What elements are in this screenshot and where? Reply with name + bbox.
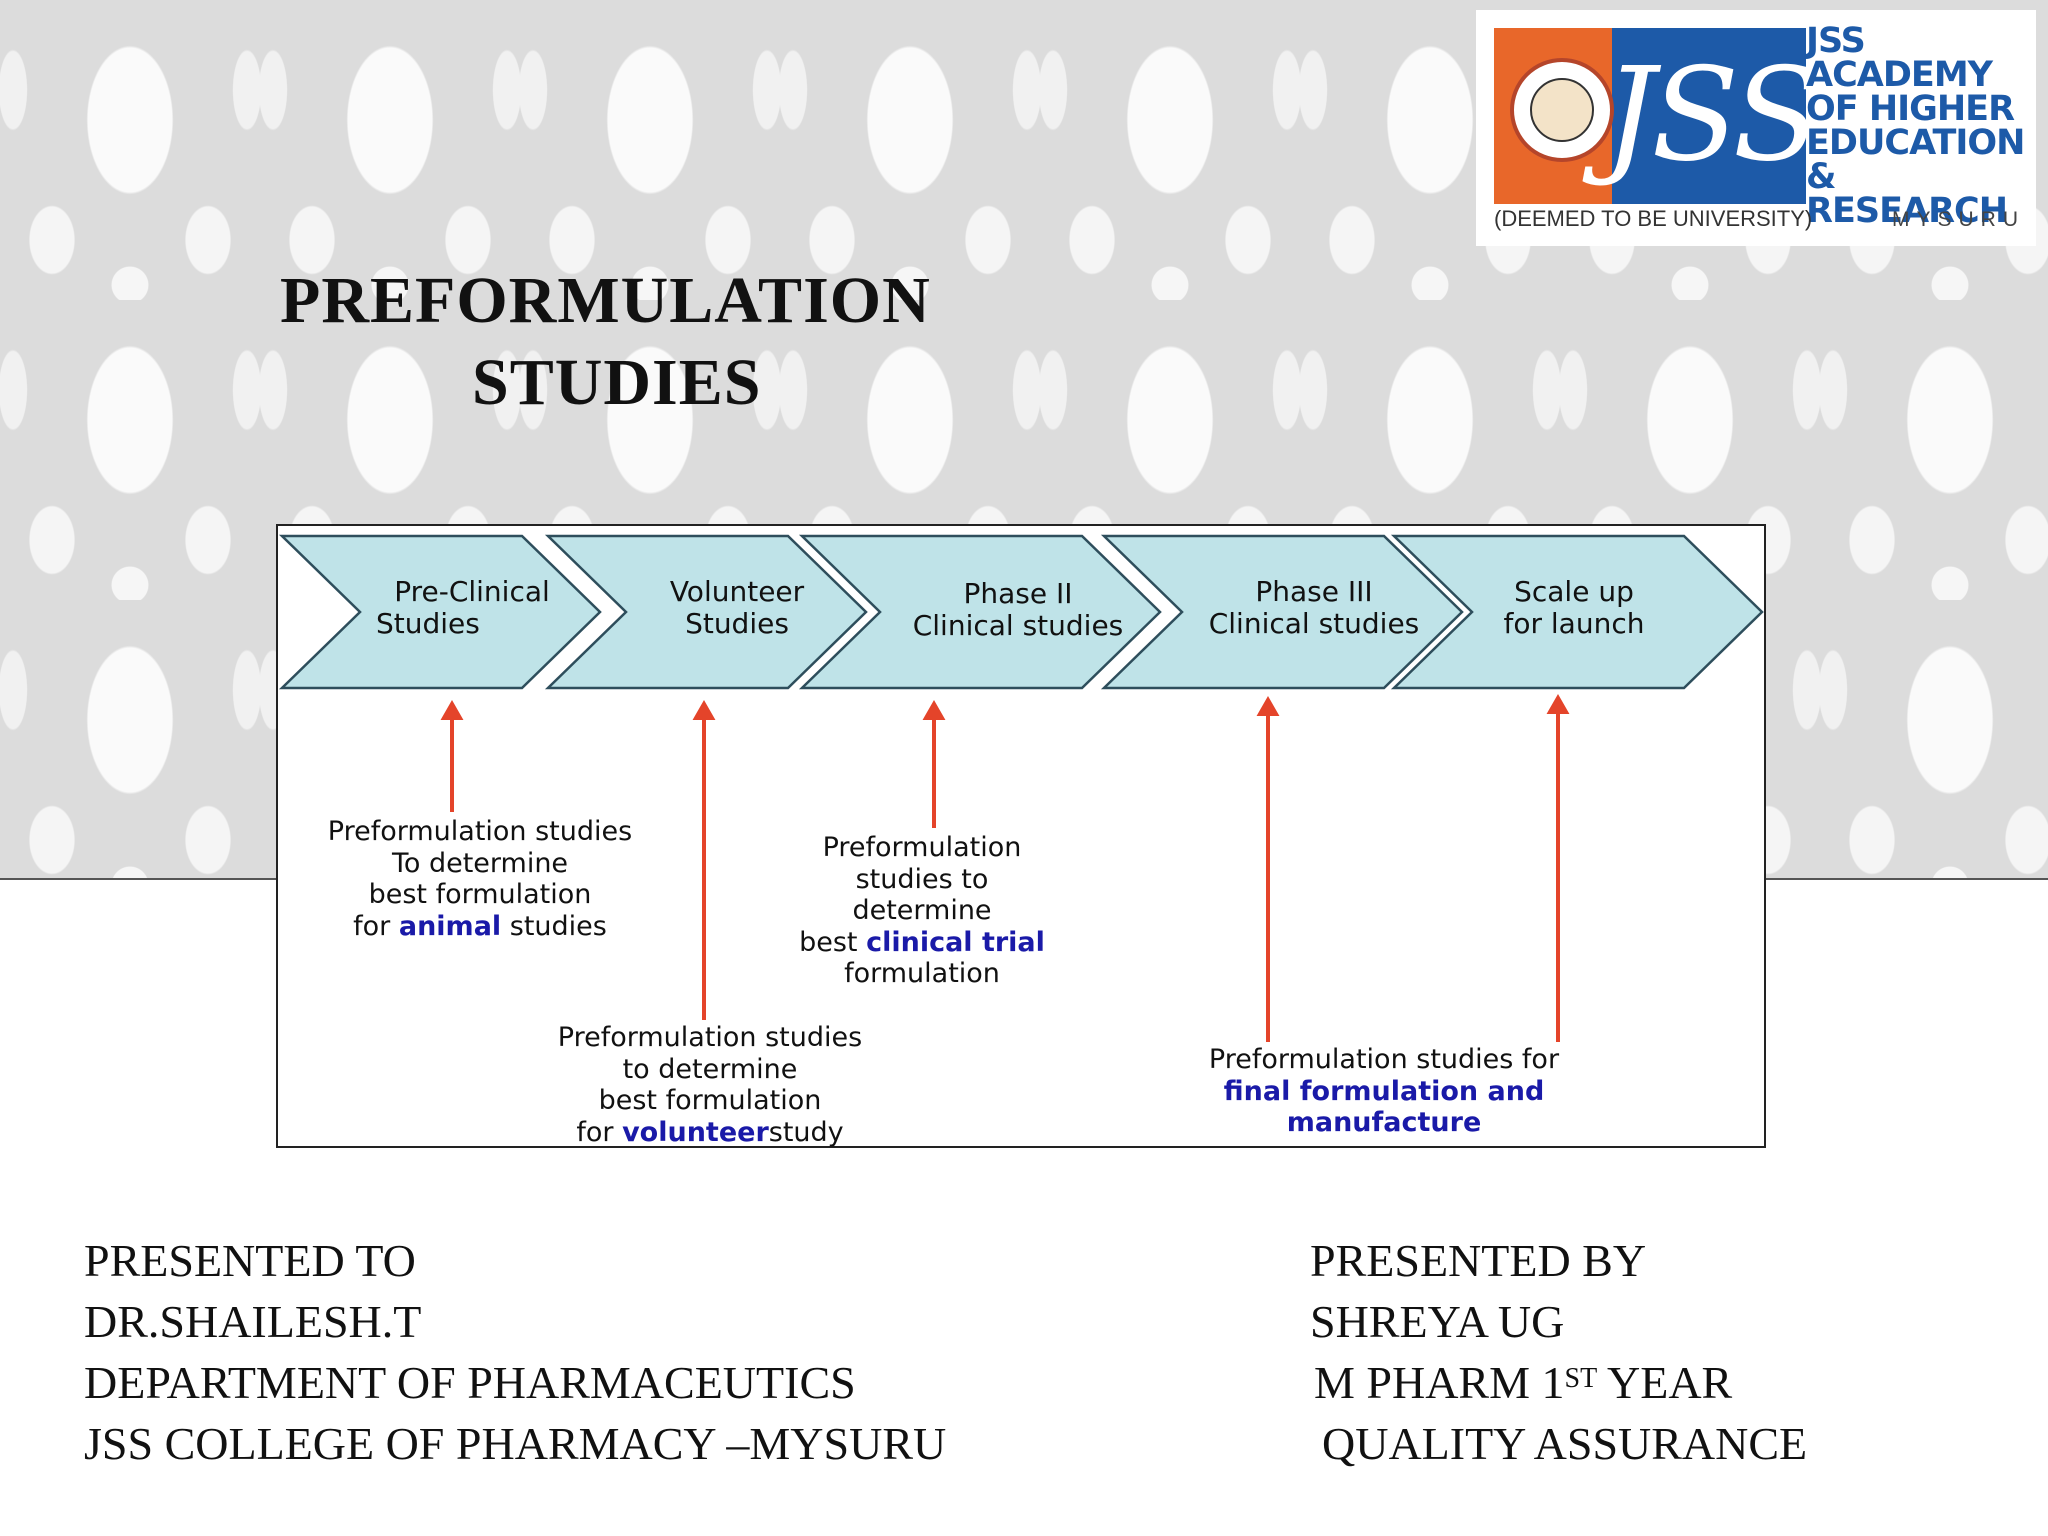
note-line: To determine <box>391 847 569 879</box>
note-line: for volunteerstudy <box>500 1117 920 1149</box>
presented-by-name: SHREYA UG <box>1310 1296 1565 1347</box>
pointer-arrowhead <box>1256 695 1280 716</box>
slide-title-line1: PREFORMULATION <box>280 264 931 337</box>
presented-by-branch: QUALITY ASSURANCE <box>1322 1418 1808 1469</box>
note-text: for <box>576 1116 623 1148</box>
logo-city-text: MYSURU <box>1892 208 2026 231</box>
logo-deemed-text: (DEEMED TO BE UNIVERSITY) <box>1494 206 1813 231</box>
note-highlight: volunteer <box>622 1116 769 1148</box>
note-line: Preformulation studies <box>327 816 633 847</box>
stage-label-phase2: Phase II Clinical studies <box>878 578 1158 642</box>
note-final: Preformulation studies for final formula… <box>1164 1044 1604 1139</box>
pointer-arrowhead <box>1546 693 1570 714</box>
stage-chevron <box>1100 534 1464 690</box>
presented-by-label: PRESENTED BY <box>1310 1235 1647 1286</box>
note-line: determine <box>852 895 992 926</box>
year-text: M PHARM 1 <box>1314 1357 1565 1408</box>
logo-name-line: OF HIGHER <box>1806 89 2015 129</box>
presented-to-college: JSS COLLEGE OF PHARMACY –MYSURU <box>84 1418 947 1469</box>
stage-chevron <box>798 534 1162 690</box>
stage-label-line: Volunteer <box>669 575 805 608</box>
university-logo: JSS JSS ACADEMY OF HIGHER EDUCATION & RE… <box>1476 10 2036 246</box>
note-text: study <box>768 1116 844 1148</box>
stage-label-line: Scale up <box>1514 575 1634 608</box>
stage-label-volunteer: Volunteer Studies <box>632 576 842 640</box>
stage-chevron <box>278 534 602 690</box>
note-volunteer: Preformulation studies to determine best… <box>500 1022 920 1148</box>
note-line: to determine <box>622 1053 798 1085</box>
presented-by-block: PRESENTED BY SHREYA UG M PHARM 1ST YEAR … <box>1310 1230 1807 1474</box>
stage-label-phase3: Phase III Clinical studies <box>1184 576 1444 640</box>
year-text: YEAR <box>1597 1357 1733 1408</box>
slide-title-line2: STUDIES <box>472 346 762 419</box>
seal-icon <box>1510 58 1614 162</box>
presented-by-year: M PHARM 1ST YEAR <box>1310 1352 1807 1413</box>
note-clinical: Preformulation studies to determine best… <box>752 832 1092 990</box>
stage-label-line: Clinical studies <box>1208 607 1420 640</box>
stage-label-line: Phase III <box>1255 575 1373 608</box>
presented-to-block: PRESENTED TO DR.SHAILESH.T DEPARTMENT OF… <box>84 1230 946 1474</box>
presented-to-name: DR.SHAILESH.T <box>84 1296 422 1347</box>
note-line: Preformulation studies for <box>1208 1044 1560 1075</box>
presented-to-label: PRESENTED TO <box>84 1235 416 1286</box>
note-text: studies <box>501 910 607 942</box>
note-highlight: manufacture <box>1286 1107 1482 1138</box>
logo-name-line: EDUCATION <box>1806 123 2025 163</box>
pointer-arrowhead <box>692 699 716 720</box>
stage-label-line: Studies <box>685 607 789 640</box>
presented-to-department: DEPARTMENT OF PHARMACEUTICS <box>84 1357 856 1408</box>
stage-label-scaleup: Scale up for launch <box>1474 576 1674 640</box>
note-animal: Preformulation studies To determine best… <box>280 816 680 942</box>
diagram-graphics <box>278 534 1764 1042</box>
logo-name-line: ACADEMY <box>1806 55 1993 95</box>
note-line: best formulation <box>368 879 592 910</box>
note-text: for <box>353 910 399 942</box>
logo-letters: JSS <box>1604 41 1806 190</box>
note-line: for animal studies <box>280 911 680 943</box>
stage-label-preclinical: Pre-Clinical Studies <box>362 576 582 640</box>
logo-name: JSS ACADEMY OF HIGHER EDUCATION & RESEAR… <box>1806 21 2036 231</box>
note-line: best formulation <box>598 1085 822 1116</box>
pointer-arrowhead <box>922 699 946 720</box>
note-line: formulation <box>844 958 1000 989</box>
slide-title: PREFORMULATION STUDIES <box>280 260 980 424</box>
logo-name-line: & RESEARCH <box>1806 157 2008 231</box>
note-highlight: final formulation and <box>1223 1075 1545 1107</box>
note-line: best clinical trial <box>752 927 1092 959</box>
stage-label-line: Studies <box>376 607 480 640</box>
note-line: Preformulation studies <box>557 1022 863 1053</box>
stage-label-line: Pre-Clinical <box>394 575 550 608</box>
note-line: Preformulation <box>822 832 1022 863</box>
pointer-arrowhead <box>440 699 464 720</box>
year-superscript: ST <box>1564 1363 1598 1394</box>
note-highlight: animal <box>398 910 502 942</box>
stage-label-line: Clinical studies <box>912 609 1124 642</box>
logo-name-line: JSS <box>1806 21 1866 61</box>
stage-label-line: Phase II <box>963 577 1073 610</box>
note-line: studies to <box>855 863 989 895</box>
stage-chevron <box>544 534 868 690</box>
logo-blue-panel <box>1612 28 1806 204</box>
stage-chevron <box>1390 534 1764 690</box>
stage-label-line: for launch <box>1503 607 1645 640</box>
drug-development-diagram: Pre-Clinical Studies Volunteer Studies P… <box>276 524 1766 1148</box>
logo-mark: JSS <box>1494 28 1806 204</box>
note-text: best <box>799 926 867 958</box>
note-highlight: clinical trial <box>866 926 1045 958</box>
